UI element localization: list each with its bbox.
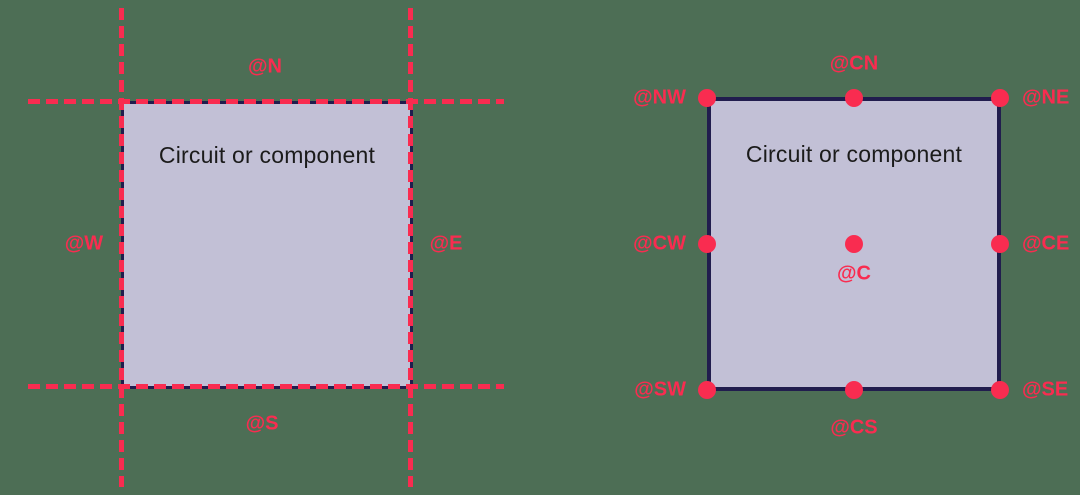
anchor-dot-c [845,235,863,253]
anchor-dot-cn [845,89,863,107]
north-edge-dashed-line [28,99,504,104]
anchor-dot-ce [991,235,1009,253]
right-box-label: Circuit or component [745,141,963,167]
left-component-box: Circuit or component [121,101,413,389]
anchor-dot-sw [698,381,716,399]
anchor-dot-cs [845,381,863,399]
anchor-label-nw: @NW [633,86,686,109]
anchor-label-c: @C [837,262,871,285]
anchor-label-ce: @CE [1022,232,1070,255]
anchor-label-cw: @CW [633,232,686,255]
anchor-label-e: @E [429,232,463,255]
south-edge-dashed-line [28,384,504,389]
anchor-label-n: @N [248,55,282,78]
anchor-dot-se [991,381,1009,399]
anchor-dot-nw [698,89,716,107]
anchor-dot-ne [991,89,1009,107]
west-edge-dashed-line [119,8,124,487]
anchor-label-s: @S [245,412,279,435]
east-edge-dashed-line [408,8,413,487]
anchor-label-cn: @CN [829,52,879,75]
anchor-dot-cw [698,235,716,253]
anchor-label-sw: @SW [634,378,686,401]
anchor-label-se: @SE [1022,378,1069,401]
anchor-label-w: @W [64,232,104,255]
left-box-label: Circuit or component [158,142,376,168]
anchor-label-cs: @CS [830,416,878,439]
anchor-label-ne: @NE [1022,86,1070,109]
